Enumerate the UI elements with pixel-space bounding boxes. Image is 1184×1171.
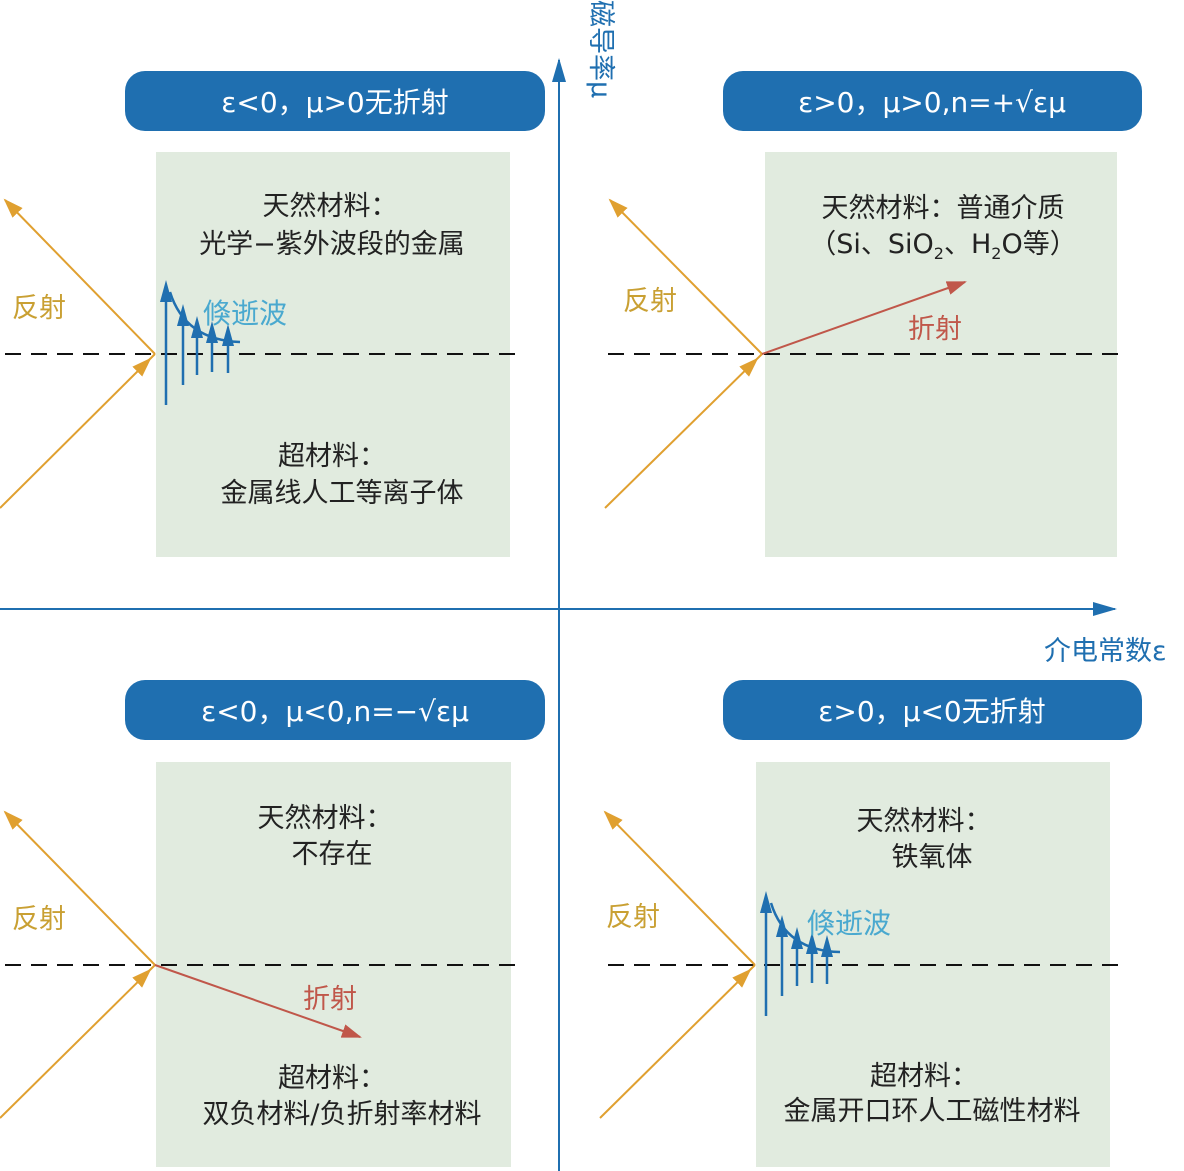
natural-material-examples: （Si、SiO2、H2O等） bbox=[809, 229, 1077, 263]
reflected-ray bbox=[3, 198, 156, 355]
reflection-label: 反射 bbox=[12, 904, 66, 935]
header-top-right-text: ε>0，μ>0,n=+√εμ bbox=[798, 86, 1066, 119]
mu-axis-label: 磁导率μ bbox=[585, 0, 616, 98]
metamaterial-title: 超材料： bbox=[278, 1063, 386, 1094]
refracted-ray bbox=[154, 964, 362, 1038]
metamaterial-value: 金属线人工等离子体 bbox=[221, 478, 464, 509]
natural-material-title: 天然材料： bbox=[857, 806, 992, 837]
incident-ray bbox=[0, 964, 156, 1119]
natural-material-value: 光学−紫外波段的金属 bbox=[199, 229, 465, 260]
metamaterial-title: 超材料： bbox=[278, 441, 386, 472]
reflected-ray bbox=[603, 810, 756, 966]
evanescent-label: 倏逝波 bbox=[203, 297, 287, 330]
reflection-label: 反射 bbox=[12, 293, 66, 324]
natural-material-value: 铁氧体 bbox=[892, 842, 973, 873]
evanescent-wave-bottom-right bbox=[760, 891, 841, 1016]
header-bottom-right bbox=[723, 680, 1142, 740]
refraction-label: 折射 bbox=[908, 314, 962, 345]
incident-ray bbox=[0, 353, 156, 509]
evanescent-wave-top-left bbox=[160, 280, 241, 405]
header-top-left-text: ε<0，μ>0无折射 bbox=[221, 86, 449, 119]
reflection-label: 反射 bbox=[623, 286, 677, 317]
incident-ray bbox=[604, 353, 763, 509]
reflected-ray bbox=[608, 198, 763, 355]
reflected-ray bbox=[3, 810, 156, 966]
header-top-right bbox=[723, 71, 1142, 131]
metamaterial-title: 超材料： bbox=[870, 1061, 978, 1092]
refracted-ray bbox=[761, 281, 967, 355]
header-bottom-left-text: ε<0，μ<0,n=−√εμ bbox=[201, 695, 469, 728]
natural-material-title: 天然材料： bbox=[263, 191, 398, 222]
natural-material-value: 不存在 bbox=[292, 839, 373, 870]
natural-material-value: 天然材料：普通介质 bbox=[822, 193, 1065, 224]
natural-material-title: 天然材料： bbox=[258, 803, 393, 834]
reflection-label: 反射 bbox=[606, 902, 660, 933]
refraction-label: 折射 bbox=[303, 984, 357, 1015]
epsilon-axis-label: 介电常数ε bbox=[1044, 636, 1167, 667]
metamaterial-value: 金属开口环人工磁性材料 bbox=[784, 1096, 1081, 1127]
evanescent-label: 倏逝波 bbox=[807, 907, 891, 940]
header-bottom-left bbox=[125, 680, 545, 740]
incident-ray bbox=[599, 964, 756, 1119]
header-top-left bbox=[125, 71, 545, 131]
header-bottom-right-text: ε>0，μ<0无折射 bbox=[818, 695, 1046, 728]
metamaterial-value: 双负材料/负折射率材料 bbox=[202, 1099, 481, 1130]
